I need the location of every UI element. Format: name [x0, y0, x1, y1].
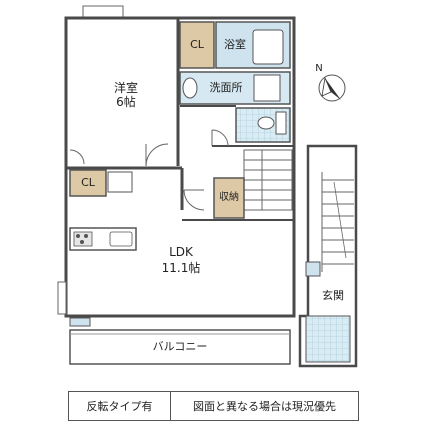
- closet-top-label: CL: [190, 38, 204, 51]
- ldk-size: 11.1帖: [161, 261, 201, 275]
- disclaimer-note: 図面と異なる場合は現況優先: [170, 392, 358, 420]
- closet-top: [179, 21, 215, 69]
- balcony-label: バルコニー: [152, 340, 208, 353]
- bathroom-label: 浴室: [224, 38, 246, 51]
- washroom-label: 洗面所: [209, 81, 243, 94]
- storage-label: 収納: [219, 192, 239, 203]
- closet-left: [69, 169, 107, 197]
- closet-left-label: CL: [81, 176, 95, 189]
- washing-machine: [253, 74, 281, 102]
- compass-icon: [318, 74, 346, 102]
- interior-stairs: [243, 149, 293, 211]
- notes-table: 反転タイプ有 図面と異なる場合は現況優先: [68, 391, 359, 421]
- bathtub: [252, 29, 284, 65]
- entrance-label: 玄関: [322, 289, 344, 302]
- toilet-tank: [275, 111, 287, 135]
- ldk-name: LDK: [169, 245, 193, 259]
- balcony-area: [69, 329, 291, 365]
- top-exterior-box: [82, 5, 124, 19]
- wash-basin: [182, 77, 198, 99]
- entrance-stairwell: [298, 144, 358, 368]
- toilet-bowl: [257, 116, 275, 130]
- left-window: [57, 281, 67, 315]
- aircon-unit: [69, 317, 91, 327]
- kitchen-counter: [69, 227, 137, 251]
- north-label: N: [315, 63, 323, 74]
- fridge-space: [107, 171, 133, 193]
- storage-area: [213, 177, 245, 219]
- reversed-type-note: 反転タイプ有: [86, 400, 153, 413]
- door-swings: [69, 129, 229, 211]
- western-room-size: 6帖: [116, 95, 136, 109]
- western-room-name: 洋室: [113, 81, 138, 95]
